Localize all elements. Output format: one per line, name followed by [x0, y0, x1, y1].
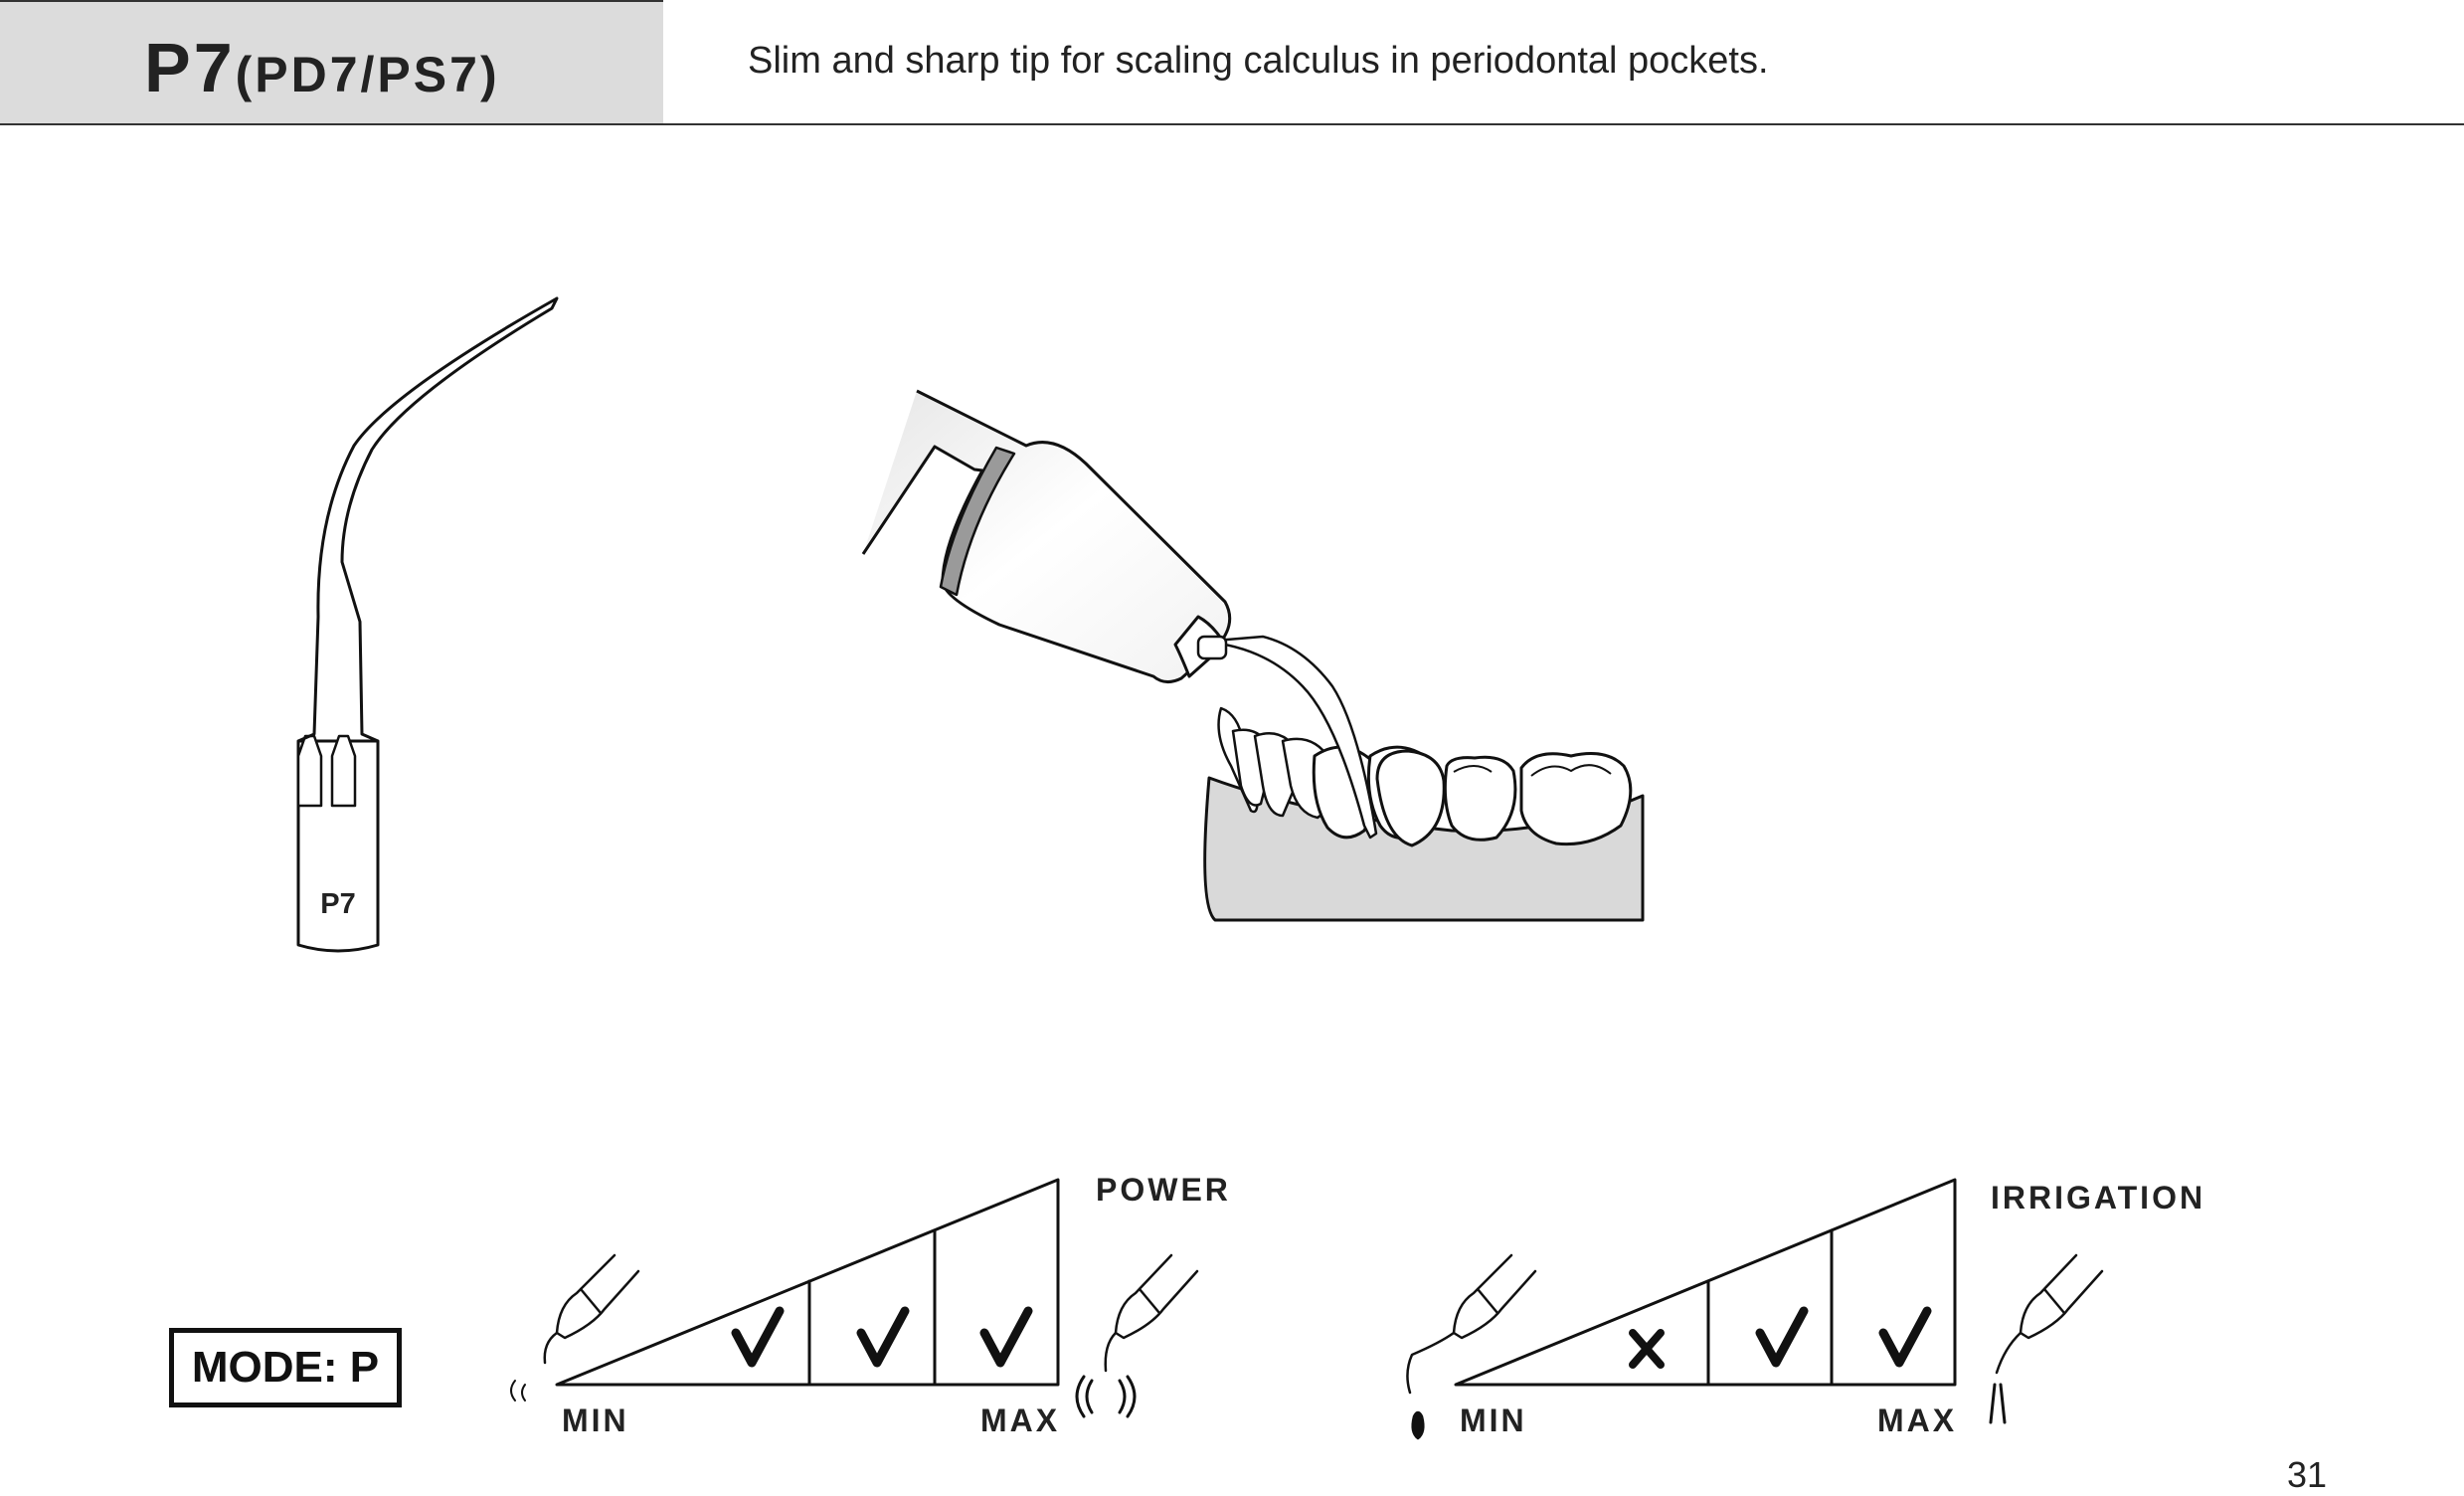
- tip-engraving: P7: [320, 888, 355, 920]
- irrigation-max-label: MAX: [1877, 1402, 1958, 1438]
- handpiece-min-icon: [510, 1253, 640, 1402]
- handpiece-scaling-illustration: [861, 389, 1645, 922]
- power-min-label: MIN: [562, 1402, 629, 1438]
- power-max-label: MAX: [980, 1402, 1061, 1438]
- power-chart-title: POWER: [1096, 1172, 1231, 1208]
- header-title-box: [0, 0, 663, 123]
- cross-icon: [1629, 1329, 1665, 1369]
- page-title: P7(PD7/PS7): [144, 28, 500, 107]
- mode-label: MODE: P: [191, 1343, 380, 1392]
- scaler-tip-illustration: P7: [296, 296, 559, 953]
- title-sub: (PD7/PS7): [235, 47, 500, 102]
- title-main: P7: [144, 29, 236, 106]
- header-rule: [0, 123, 2464, 125]
- page-number: 31: [2287, 1454, 2328, 1495]
- irrigation-chart: [1406, 1178, 2104, 1440]
- mode-badge: MODE: P: [169, 1328, 402, 1407]
- check-icon: [979, 1306, 1033, 1368]
- handpiece: [861, 389, 1232, 683]
- tooth: [1443, 755, 1517, 842]
- check-icon: [1878, 1306, 1932, 1368]
- power-chart: [510, 1178, 1199, 1418]
- check-icon: [856, 1306, 910, 1368]
- scaler-tip: [1201, 635, 1378, 840]
- irrigation-chart-title: IRRIGATION: [1991, 1180, 2206, 1216]
- irrigation-min-label: MIN: [1460, 1402, 1527, 1438]
- check-icon: [731, 1306, 785, 1368]
- tip-description: Slim and sharp tip for scaling calculus …: [748, 40, 1769, 82]
- handpiece-max-irrigation-icon: [1989, 1253, 2104, 1424]
- handpiece-min-irrigation-icon: [1406, 1253, 1537, 1440]
- tooth: [1519, 752, 1633, 846]
- check-icon: [1755, 1306, 1809, 1368]
- handpiece-max-icon: [1075, 1253, 1199, 1418]
